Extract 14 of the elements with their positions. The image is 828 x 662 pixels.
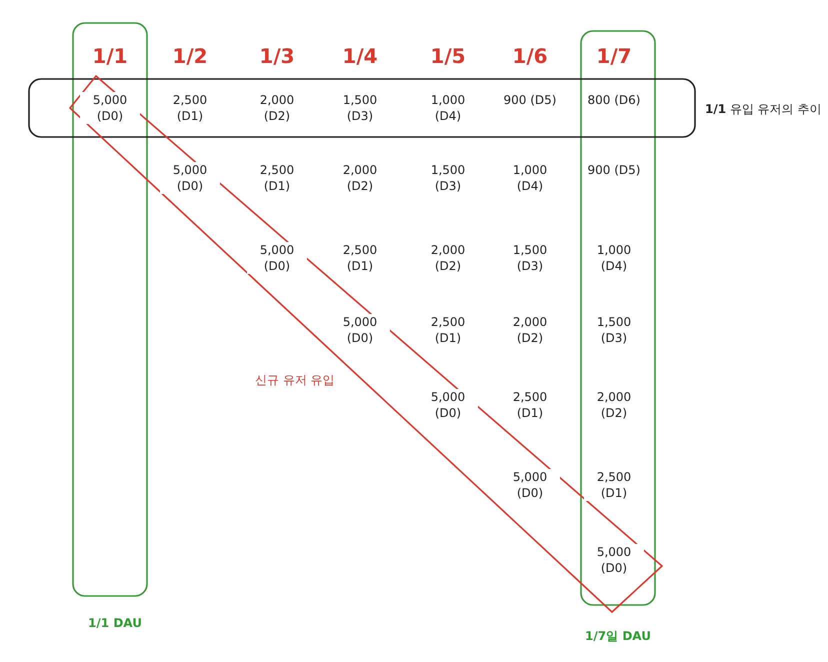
annotation-label: 신규 유저 유입 (255, 372, 335, 389)
footer-label: 1/1 DAU (88, 616, 142, 630)
cell-value: 5,000 (D0) (160, 162, 220, 194)
cell-value: 5,000 (D0) (247, 242, 307, 274)
column-header: 1/6 (511, 44, 549, 68)
column-header: 1/4 (341, 44, 379, 68)
column-header: 1/3 (258, 44, 296, 68)
annotation-label: 1/1 유입 유저의 추이 (705, 101, 822, 118)
cell-value: 5,000 (D0) (80, 92, 140, 124)
column-header: 1/7 (595, 44, 633, 68)
column-header: 1/2 (171, 44, 209, 68)
column-header: 1/5 (429, 44, 467, 68)
column-header: 1/1 (91, 44, 129, 68)
annotation-label: 1/7일 DAU (585, 628, 651, 645)
